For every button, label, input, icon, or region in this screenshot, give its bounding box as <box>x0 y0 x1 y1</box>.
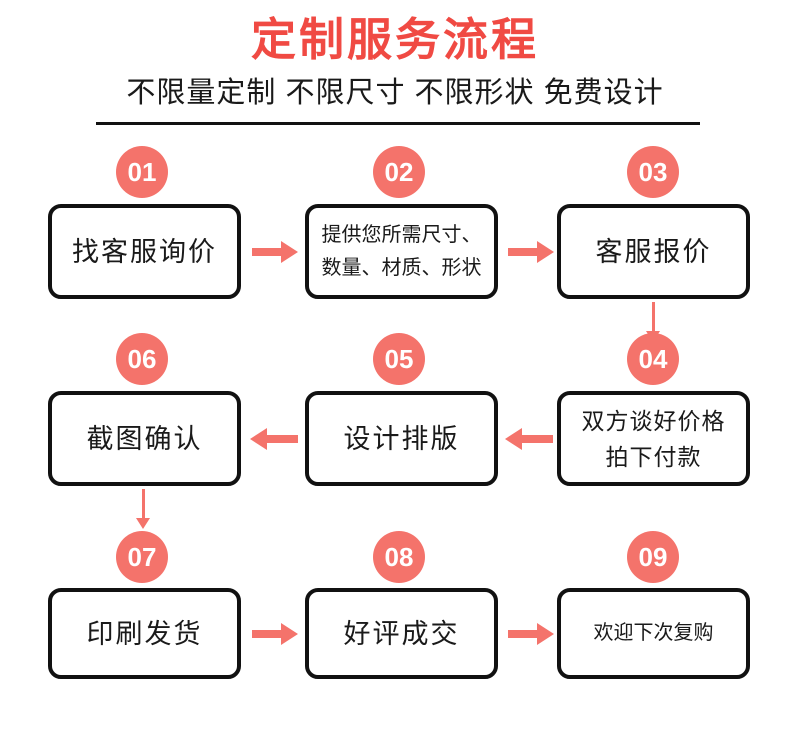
arrow-01-to-02-icon <box>252 237 298 267</box>
step-label-02-line-1: 提供您所需尺寸、 <box>321 223 482 246</box>
page-title: 定制服务流程 <box>250 14 539 65</box>
step-label-08-line-1: 好评成交 <box>343 618 460 649</box>
step-label-04-line-1: 双方谈好价格 <box>581 407 726 434</box>
arrow-04-to-05-icon <box>505 424 553 454</box>
step-label-01-line-1: 找客服询价 <box>72 236 217 267</box>
arrow-07-to-08-icon <box>252 619 298 649</box>
step-badge-06: 06 <box>116 333 168 385</box>
step-badge-07: 07 <box>116 531 168 583</box>
step-box-02[interactable]: 提供您所需尺寸、 数量、材质、形状 <box>305 204 498 299</box>
step-box-03[interactable]: 客服报价 <box>557 204 750 299</box>
step-badge-02: 02 <box>373 146 425 198</box>
step-label-04-line-2: 拍下付款 <box>605 443 702 470</box>
step-badge-08: 08 <box>373 531 425 583</box>
step-box-05[interactable]: 设计排版 <box>305 391 498 486</box>
step-label-03-line-1: 客服报价 <box>595 236 712 267</box>
step-badge-05: 05 <box>373 333 425 385</box>
step-box-07[interactable]: 印刷发货 <box>48 588 241 679</box>
step-box-04[interactable]: 双方谈好价格 拍下付款 <box>557 391 750 486</box>
step-badge-01: 01 <box>116 146 168 198</box>
step-box-06[interactable]: 截图确认 <box>48 391 241 486</box>
step-box-09[interactable]: 欢迎下次复购 <box>557 588 750 679</box>
step-badge-03: 03 <box>627 146 679 198</box>
step-box-08[interactable]: 好评成交 <box>305 588 498 679</box>
step-label-09-line-1: 欢迎下次复购 <box>593 622 714 644</box>
step-badge-09: 09 <box>627 531 679 583</box>
arrow-06-to-07-icon <box>133 489 155 529</box>
arrow-05-to-06-icon <box>250 424 298 454</box>
step-label-02-line-2: 数量、材质、形状 <box>321 256 482 279</box>
arrow-02-to-03-icon <box>508 237 554 267</box>
step-badge-04: 04 <box>627 333 679 385</box>
step-label-07-line-1: 印刷发货 <box>86 618 203 649</box>
header-divider <box>96 122 700 125</box>
step-box-01[interactable]: 找客服询价 <box>48 204 241 299</box>
arrow-08-to-09-icon <box>508 619 554 649</box>
step-label-05-line-1: 设计排版 <box>343 423 460 454</box>
step-label-06-line-1: 截图确认 <box>86 423 203 454</box>
page-subtitle: 不限量定制 不限尺寸 不限形状 免费设计 <box>126 77 664 109</box>
